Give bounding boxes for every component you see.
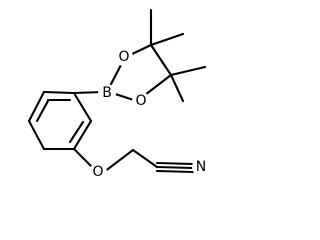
ring-oxygen-top-label: O [118,49,129,65]
bond-benzene-5 [27,119,46,151]
nitrile-triple-bond-1 [155,165,195,170]
bond-aryl-ether [72,147,93,168]
ether-oxygen-label: O [92,164,103,180]
nitrile-triple-bond-3 [155,169,195,174]
benzene-double-bond-left [35,99,50,123]
nitrile-triple-bond-2 [155,161,195,166]
bond-boron-oxygen-top [108,61,124,88]
boron-atom-label: B [102,85,112,101]
bond-bottom-oxygen-carbon [143,73,173,97]
methyl-lower-down [169,73,185,103]
bond-quaternary-carbons [149,43,173,77]
benzene-ring [27,90,93,151]
nitrile-nitrogen-label: N [196,159,206,175]
bond-benzene-1 [42,90,76,95]
boronate-ester [72,8,207,103]
bond-ch2-nitrile-carbon [131,148,159,169]
ring-oxygen-bottom-label: O [135,93,146,109]
bond-benzene-6 [27,90,46,123]
bond-benzene-3 [72,119,93,151]
methyl-lower-right [169,65,207,77]
benzene-double-bond-right [68,120,85,144]
molecule-canvas: B O O O N [27,8,210,181]
bond-ether-ch2 [102,148,135,174]
structure-diagram: B O O O N [27,8,210,181]
methyl-top-right [149,32,185,47]
bond-benzene-2 [72,91,93,123]
atom-labels: B O O O N [89,48,210,181]
cyanomethoxy-group [72,147,195,174]
